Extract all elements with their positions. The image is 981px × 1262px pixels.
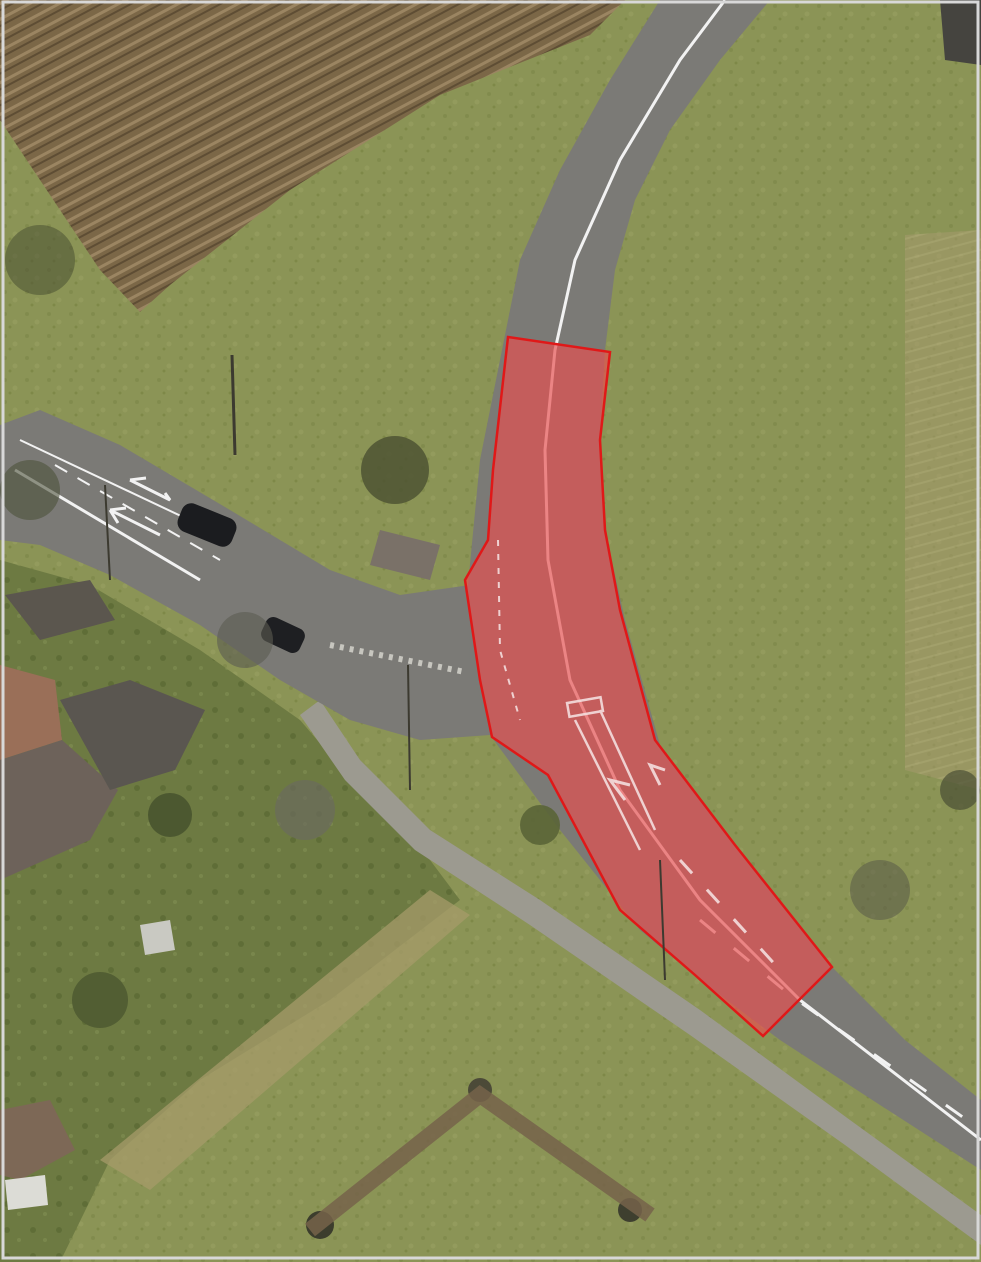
lane-dashes xyxy=(699,918,981,1132)
field-strip-east xyxy=(905,230,981,790)
highlight-lane-markings xyxy=(497,539,782,972)
hedge xyxy=(305,1085,655,1237)
tree-icon xyxy=(0,225,980,1239)
poles xyxy=(104,354,666,981)
footpath xyxy=(300,700,981,1245)
main-road xyxy=(468,0,981,1170)
farm-buildings xyxy=(0,0,981,1210)
side-road xyxy=(0,410,490,740)
highlighted-road-section[interactable] xyxy=(463,335,834,1038)
plowed-field xyxy=(0,0,625,312)
field-strip-south xyxy=(100,890,470,1190)
